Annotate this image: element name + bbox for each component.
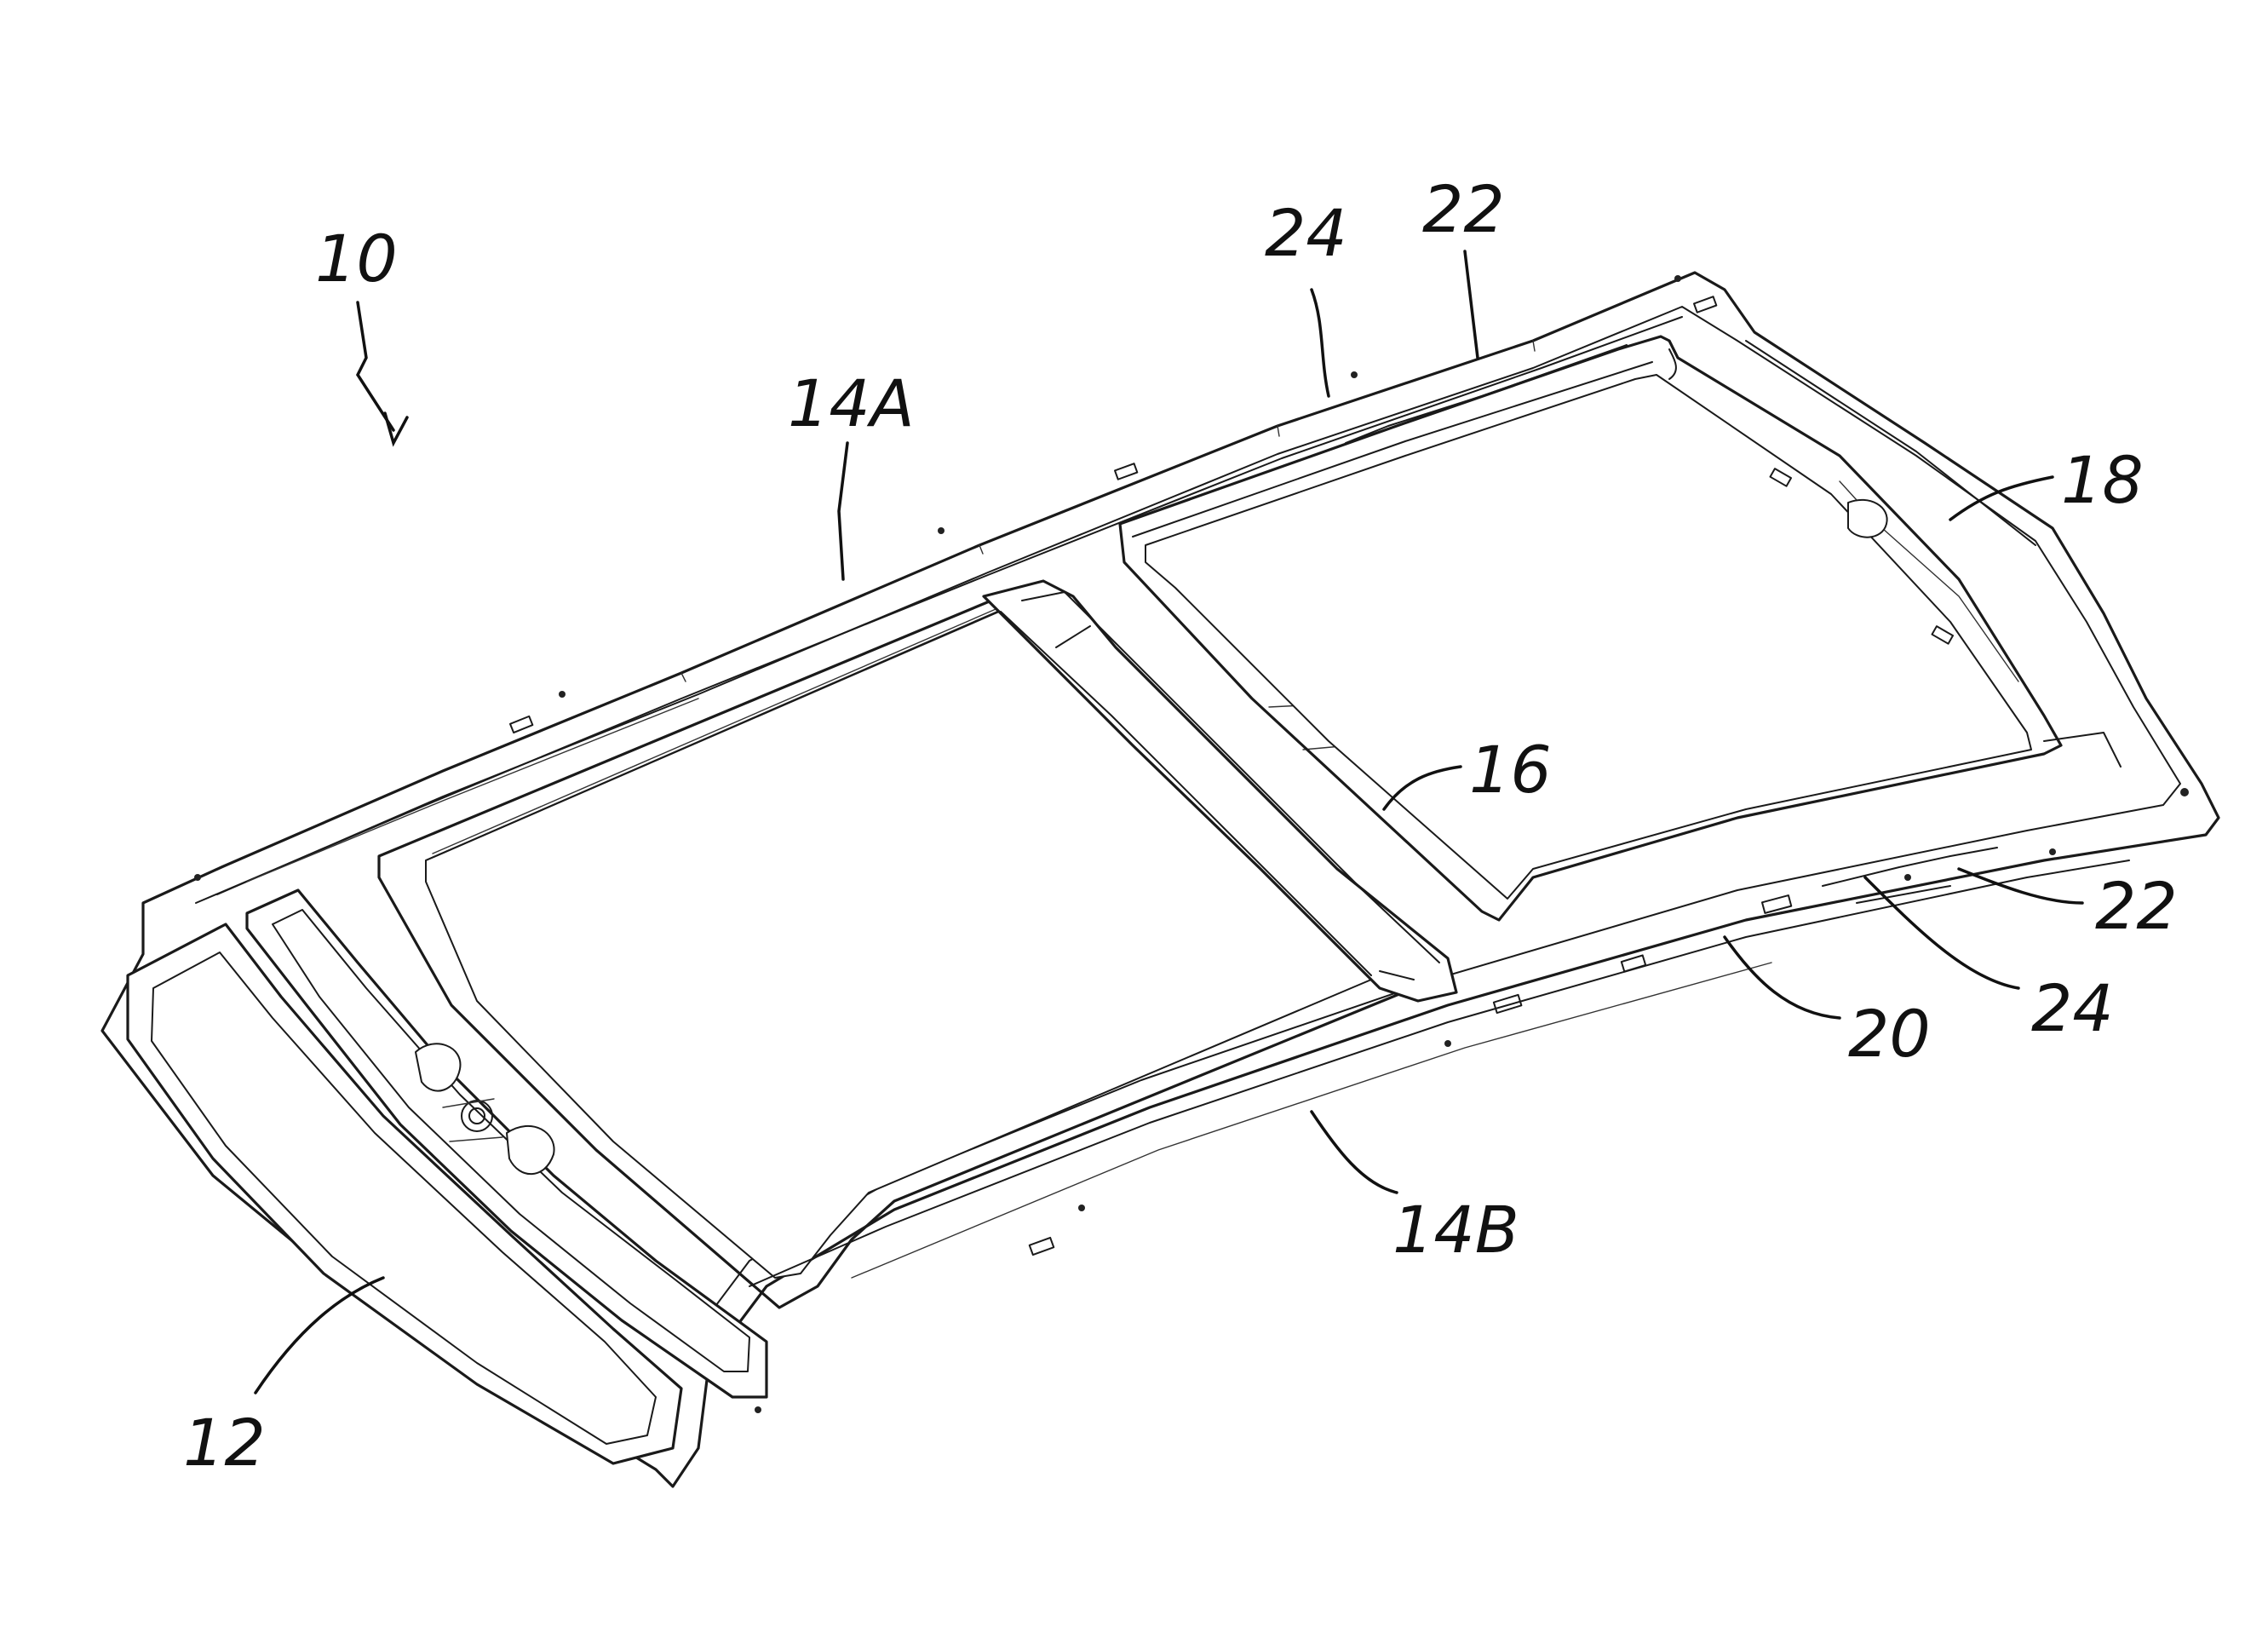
label-channel-upper: 24 (1265, 195, 1347, 271)
label-front-panel: 12 (183, 1405, 266, 1481)
label-channel-lower: 24 (2031, 970, 2114, 1046)
assembly-arrow (358, 302, 393, 430)
label-rear-panel: 18 (2061, 442, 2144, 518)
label-rail-edge: 20 (1848, 996, 1931, 1072)
label-assembly: 10 (315, 221, 398, 296)
label-flange-upper: 22 (1422, 171, 1505, 247)
label-cross-bow: 16 (1469, 732, 1552, 808)
label-side-rail-a: 14A (788, 365, 915, 441)
label-flange-lower: 22 (2095, 868, 2178, 944)
label-side-rail-b: 14B (1392, 1192, 1519, 1268)
